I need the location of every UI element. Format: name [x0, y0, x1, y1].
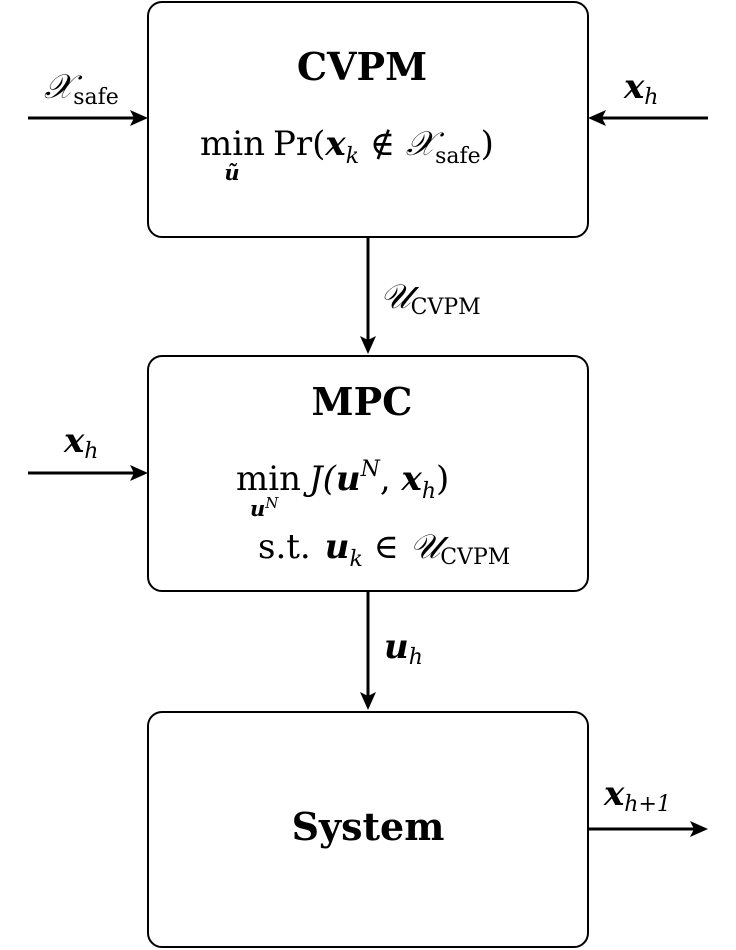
mpc-title: MPC — [312, 379, 413, 424]
mpc-x: x — [401, 459, 423, 499]
mpc-u-sup: N — [360, 457, 381, 482]
cvpm-x: x — [324, 124, 346, 164]
label-u-h-main: u — [384, 627, 409, 667]
mpc-constraint: s.t.uk ∈ 𝒰CVPM — [258, 527, 510, 572]
cvpm-box — [147, 1, 589, 238]
arrow-x-h-mpc-in — [28, 465, 148, 481]
system-block: System — [147, 711, 589, 948]
cvpm-min-var: ũ — [224, 160, 239, 185]
cvpm-pr: Pr( — [273, 124, 325, 164]
cvpm-notin: ∉ — [359, 124, 406, 164]
arrow-mpc-to-system — [360, 591, 376, 710]
label-x-h-mpc: xh — [63, 421, 98, 464]
label-x-h1: xh+1 — [603, 774, 671, 817]
arrow-x-h-cvpm-in — [588, 110, 708, 126]
mpc-min: min — [236, 459, 301, 499]
mpc-x-sub: h — [422, 479, 436, 504]
cvpm-min: min — [200, 124, 265, 164]
mpc-min-var-main: u — [250, 496, 265, 521]
mpc-close: ) — [436, 459, 449, 499]
label-x-h1-sub: h+1 — [624, 792, 671, 817]
mpc-min-var-sup: N — [264, 494, 279, 512]
label-x-h-cvpm: xh — [623, 67, 658, 110]
label-x-h-cvpm-sub: h — [644, 85, 658, 110]
label-x-h-mpc-sub: h — [84, 439, 98, 464]
arrow-cvpm-to-mpc — [360, 237, 376, 354]
cvpm-x-sub: k — [346, 144, 359, 169]
label-x-h-mpc-main: x — [63, 421, 85, 461]
mpc-st: s.t. — [258, 527, 311, 567]
cvpm-close: ) — [481, 124, 494, 164]
label-u-h-sub: h — [409, 645, 423, 670]
mpc-st-set-sub: CVPM — [440, 545, 510, 570]
mpc-min-var: uN — [250, 494, 279, 521]
arrow-x-h1-out — [588, 821, 708, 837]
cvpm-set-sub: safe — [435, 144, 481, 169]
system-title: System — [292, 804, 445, 849]
mpc-st-in: ∈ — [363, 527, 410, 567]
mpc-comma: , — [380, 459, 402, 499]
mpc-st-u-sub: k — [349, 547, 362, 572]
label-x-h-cvpm-main: x — [623, 67, 645, 107]
mpc-j: J( — [303, 459, 337, 499]
label-x-safe: 𝒳safe — [44, 67, 119, 110]
label-u-cvpm: 𝒰CVPM — [380, 277, 481, 320]
label-u-h: uh — [384, 627, 423, 670]
mpc-u: u — [336, 459, 361, 499]
mpc-st-u: u — [325, 527, 350, 567]
label-x-safe-sub: safe — [73, 85, 119, 110]
cvpm-title: CVPM — [297, 44, 427, 89]
label-x-h1-main: x — [603, 774, 625, 814]
arrow-x-safe-in — [28, 110, 148, 126]
label-u-cvpm-sub: CVPM — [411, 295, 481, 320]
